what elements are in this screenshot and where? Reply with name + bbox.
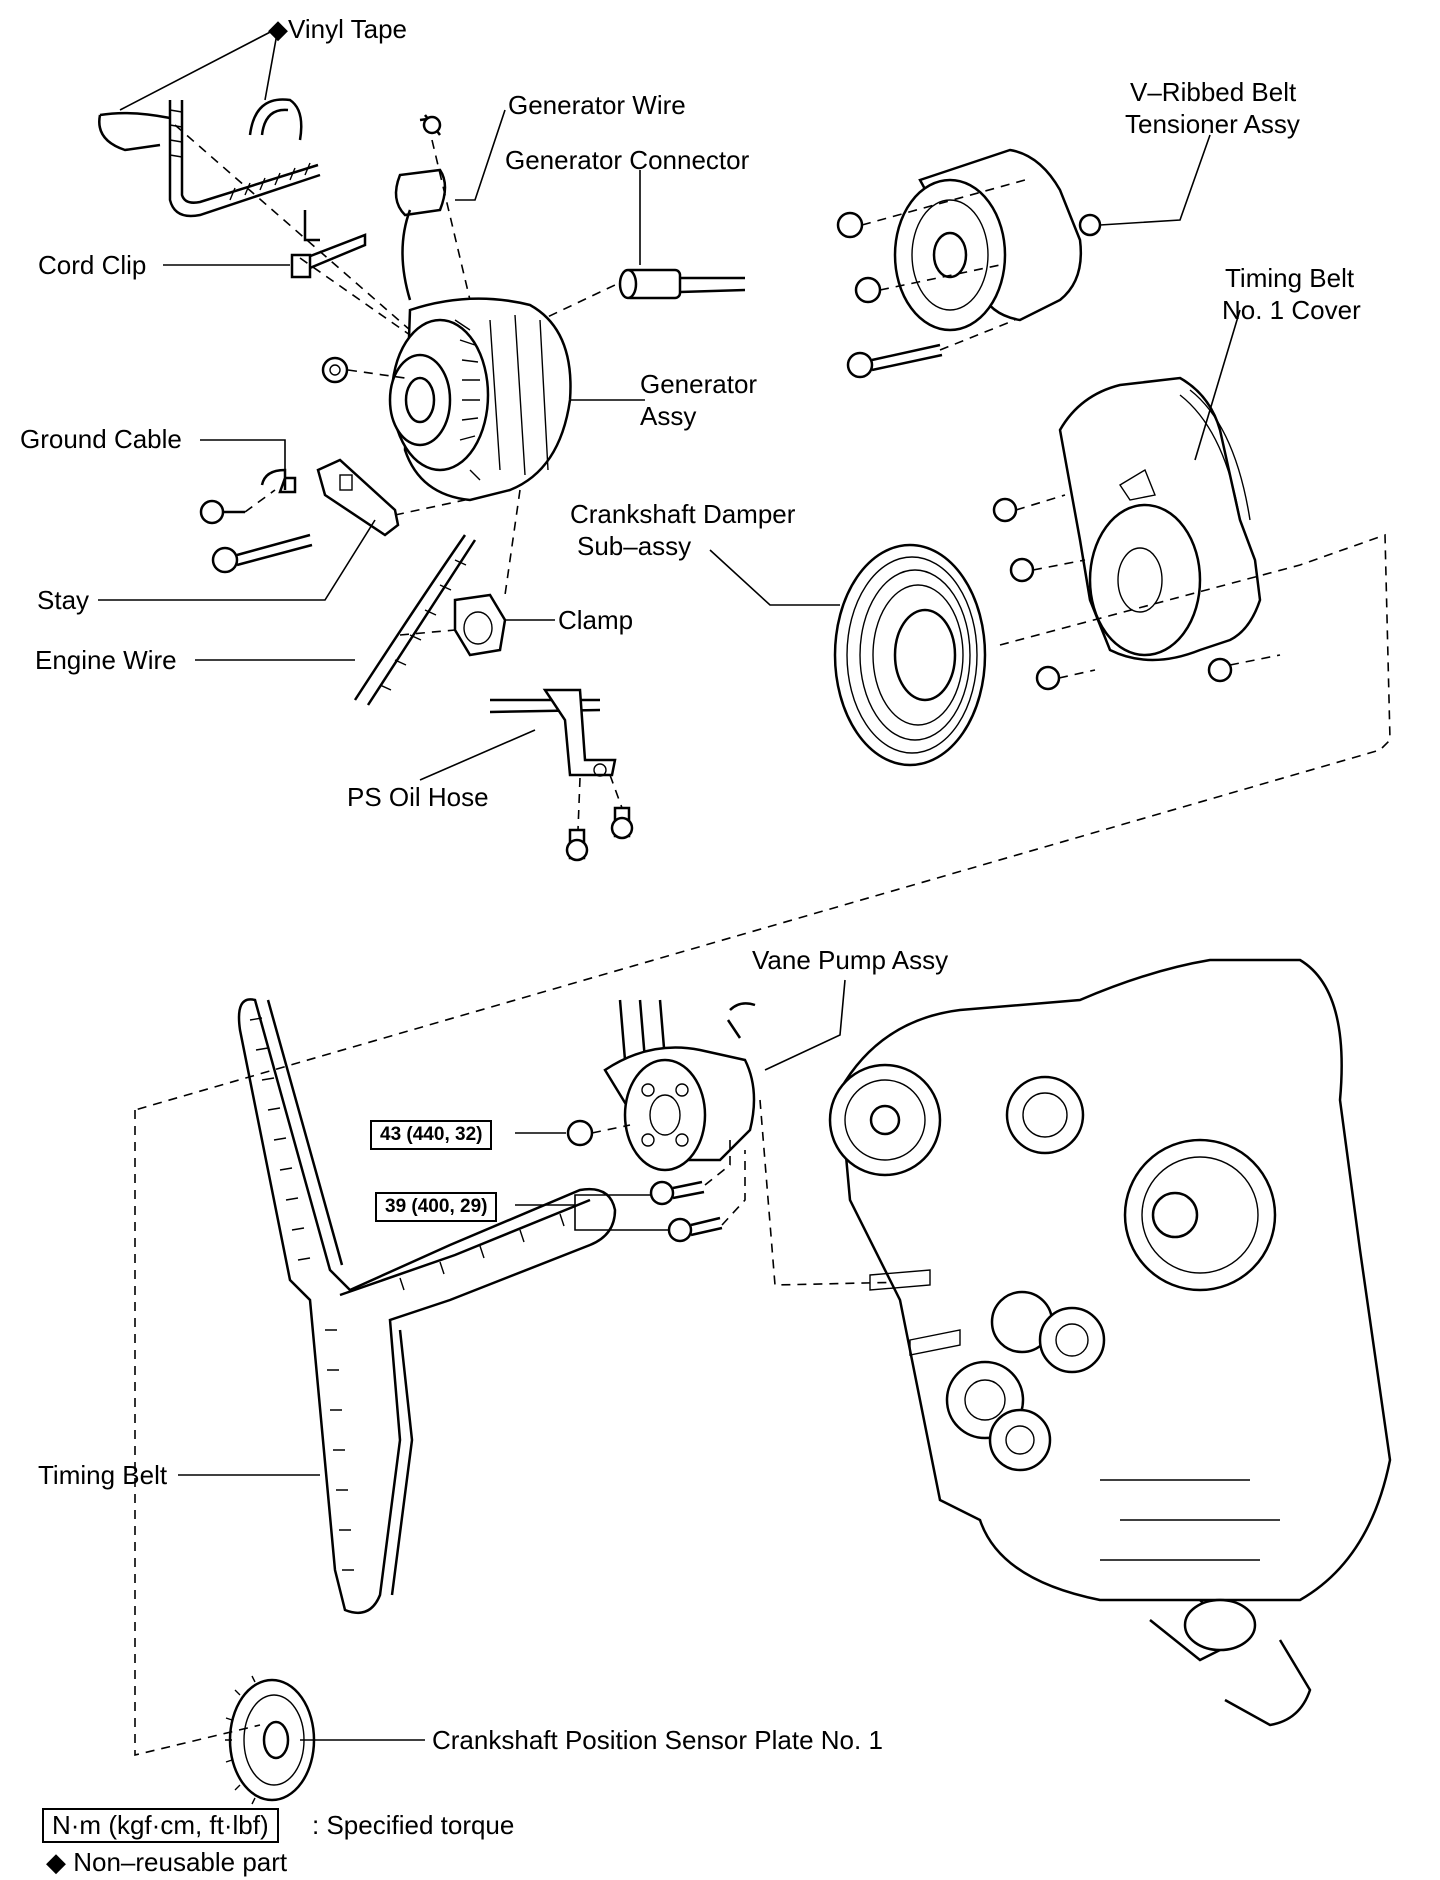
clamp-part (453, 593, 507, 657)
v-ribbed-belt-tensioner-label-line2: Tensioner Assy (1125, 109, 1300, 139)
generator-assy-label-line2: Assy (640, 401, 697, 431)
generator-wire-label: Generator Wire (508, 90, 686, 120)
torque-43-badge: 43 (440, 32) (370, 1120, 493, 1150)
cover-bolt-part (992, 497, 1233, 691)
engine-wire-label: Engine Wire (35, 645, 177, 675)
timing-belt-cover-label-line1: Timing Belt (1225, 263, 1355, 293)
timing-belt-part (237, 998, 617, 1615)
cord-clip-label: Cord Clip (38, 250, 147, 280)
ground-cable-part (260, 468, 297, 494)
generator-assy-part (388, 297, 572, 502)
crankshaft-damper-label-line1: Crankshaft Damper (570, 499, 796, 529)
engine-block-part (828, 958, 1392, 1727)
vinyl-tape-part (98, 98, 303, 152)
ground-bolt-part (199, 499, 245, 525)
generator-assy-label-line1: Generator (640, 369, 758, 399)
engine-wire-part (353, 534, 477, 706)
ground-cable-label: Ground Cable (20, 424, 182, 454)
generator-nut-part (321, 356, 349, 384)
timing-belt-cover-label-line2: No. 1 Cover (1222, 295, 1361, 325)
torque-legend-description: : Specified torque (312, 1810, 515, 1840)
stay-bolt-part (211, 533, 313, 574)
timing-belt-label: Timing Belt (38, 1460, 168, 1490)
vane-pump-nut-part (566, 1119, 594, 1147)
nonreusable-legend: ◆ Non–reusable part (46, 1847, 287, 1877)
v-ribbed-belt-tensioner-part (893, 148, 1102, 332)
vane-pump-assy-label: Vane Pump Assy (752, 945, 949, 975)
v-ribbed-belt-tensioner-label-line1: V–Ribbed Belt (1130, 77, 1297, 107)
ps-oil-hose-label: PS Oil Hose (347, 782, 489, 812)
clamp-label: Clamp (558, 605, 634, 635)
generator-connector-label: Generator Connector (505, 145, 750, 175)
tensioner-bolt-part (846, 343, 943, 379)
vinyl-tape-label: ◆Vinyl Tape (268, 14, 408, 44)
cord-clip-part (290, 210, 367, 279)
nonreusable-legend-text: Non–reusable part (73, 1847, 288, 1877)
crankshaft-position-sensor-plate-label: Crankshaft Position Sensor Plate No. 1 (432, 1725, 883, 1755)
torque-unit-legend: N·m (kgf·cm, ft·lbf) (42, 1808, 279, 1843)
stay-label: Stay (37, 585, 90, 615)
diamond-icon: ◆ (46, 1847, 66, 1877)
diamond-icon: ◆ (268, 14, 288, 44)
ps-hose-bolt-part (565, 806, 634, 862)
stay-part (316, 458, 400, 537)
torque-39-badge: 39 (400, 29) (375, 1192, 498, 1222)
vane-pump-part (603, 999, 756, 1172)
timing-belt-cover-part (1058, 376, 1262, 662)
wire-harness-part (168, 100, 321, 218)
crankshaft-damper-part (833, 543, 987, 767)
vane-pump-bolt-part (649, 1180, 723, 1243)
generator-wire-part (394, 114, 447, 301)
generator-connector-part (618, 268, 746, 300)
ps-oil-hose-part (489, 688, 617, 777)
tensioner-nut-part (836, 211, 882, 304)
crankshaft-damper-label-line2: Sub–assy (577, 531, 692, 561)
